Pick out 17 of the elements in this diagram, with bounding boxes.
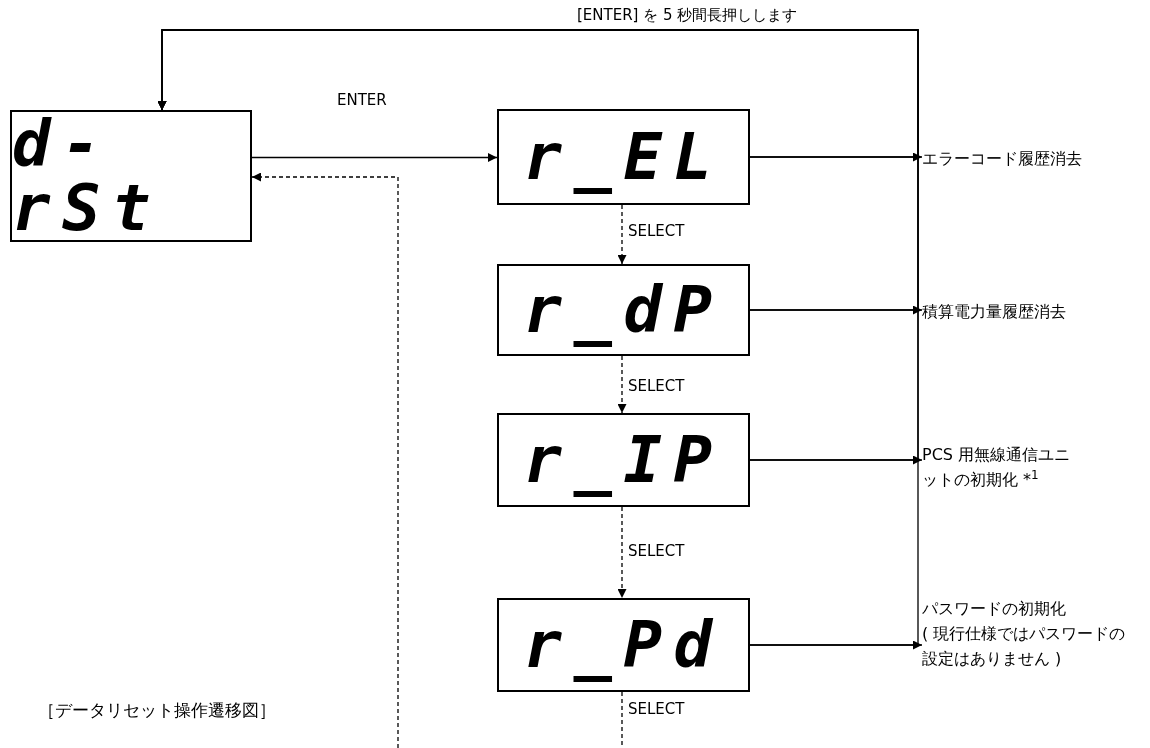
segment-display: r_IP [497, 413, 750, 507]
arrow [157, 29, 919, 646]
caption: ［データリセット操作遷移図］ [38, 699, 276, 722]
segment-display: d-rSt [10, 110, 252, 242]
result-text: 積算電力量履歴消去 [922, 300, 1067, 323]
arrow [251, 153, 498, 162]
result-text: エラーコード履歴消去 [922, 147, 1083, 170]
dashed-arrow [617, 355, 627, 414]
segment-display: r_dP [497, 264, 750, 356]
dashed-arrow [617, 204, 627, 265]
dashed-arrow [251, 172, 399, 748]
result-text: PCS 用無線通信ユニットの初期化 *$^{1}$ [922, 444, 1072, 491]
dashed-arrow [617, 506, 627, 599]
segment-display: r_EL [497, 109, 750, 205]
segment-display: r_Pd [497, 598, 750, 692]
result-text: ( 現行仕様ではパスワードの設定はありません ) [922, 622, 1127, 670]
result-text: パスワードの初期化 [922, 597, 1067, 620]
